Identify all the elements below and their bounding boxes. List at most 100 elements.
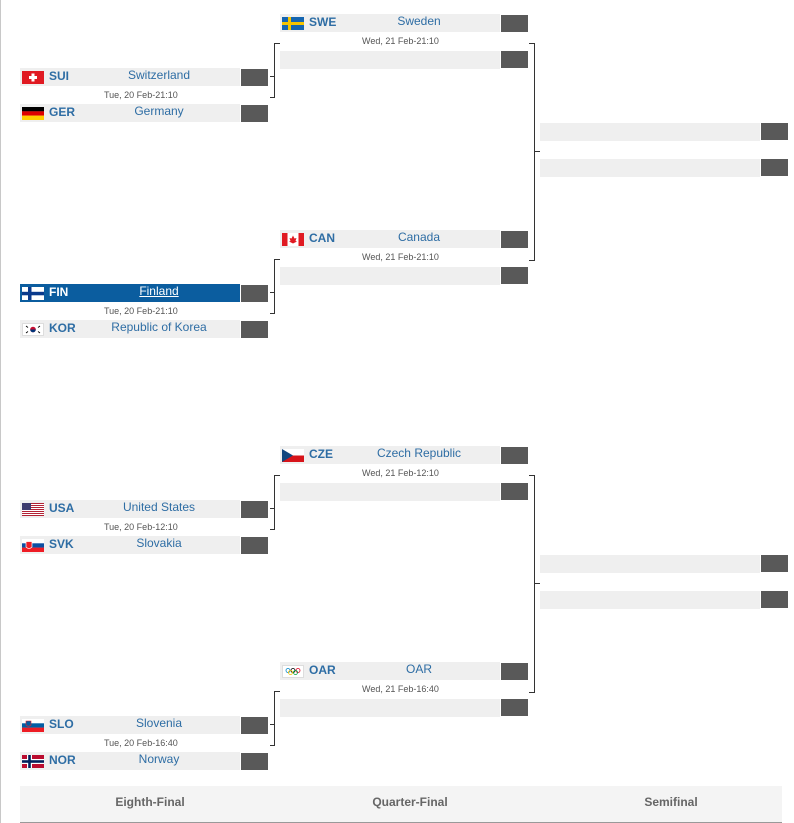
team-name-link[interactable]: OAR — [405, 662, 432, 676]
ef-team-row-fin-selected[interactable]: FIN Finland — [20, 284, 240, 302]
germany-flag-icon — [22, 107, 44, 120]
team-code: SVK — [49, 537, 74, 551]
korea-flag-icon — [22, 323, 44, 336]
bracket-connector — [529, 43, 535, 261]
qf-team-row-oar[interactable]: OAR OAR — [280, 662, 500, 680]
team-code: USA — [49, 501, 75, 515]
bracket-connector — [274, 259, 275, 293]
czech-flag-icon — [282, 449, 304, 462]
team-name-link[interactable]: Republic of Korea — [111, 320, 207, 334]
team-name-link[interactable]: Canada — [397, 230, 441, 244]
qf-team-row-empty — [280, 483, 500, 501]
score-box — [241, 753, 268, 770]
team-code: OAR — [309, 663, 336, 677]
ef-team-row-ger[interactable]: GER Germany — [20, 104, 240, 122]
canada-flag-icon — [282, 233, 304, 246]
ef-team-row-slo[interactable]: SLO Slovenia — [20, 716, 240, 734]
score-box — [501, 447, 528, 464]
bracket-connector — [274, 691, 280, 692]
bracket-connector — [274, 43, 280, 44]
bracket-connector — [274, 691, 275, 725]
bracket-connector — [274, 43, 275, 77]
bracket-connector — [270, 508, 275, 530]
bracket-connector — [535, 151, 540, 152]
bracket-connector — [529, 475, 535, 693]
team-name-link[interactable]: Finland — [139, 284, 179, 298]
team-name-link[interactable]: Norway — [138, 752, 180, 766]
team-name-link[interactable]: Slovenia — [135, 716, 183, 730]
match-date: Wed, 21 Feb-16:40 — [362, 684, 439, 694]
score-box — [501, 231, 528, 248]
qf-team-row-empty — [280, 699, 500, 717]
score-box — [241, 285, 268, 302]
team-code: CZE — [309, 447, 333, 461]
round-label-eighth-final: Eighth-Final — [115, 795, 185, 809]
team-name-link[interactable]: Czech Republic — [376, 446, 462, 460]
score-box — [501, 663, 528, 680]
score-box — [761, 555, 788, 572]
team-name-link[interactable]: Sweden — [397, 14, 441, 28]
score-box — [501, 267, 528, 284]
usa-flag-icon — [22, 503, 44, 516]
score-box — [241, 69, 268, 86]
score-box — [501, 699, 528, 716]
bracket-connector — [535, 583, 540, 584]
team-code: NOR — [49, 753, 76, 767]
score-box — [501, 483, 528, 500]
score-box — [241, 537, 268, 554]
team-code: SUI — [49, 69, 70, 83]
team-code: KOR — [49, 321, 76, 335]
match-date: Tue, 20 Feb-12:10 — [104, 522, 178, 532]
qf-team-row-swe[interactable]: SWE Sweden — [280, 14, 500, 32]
score-box — [501, 15, 528, 32]
olympic-rings-flag-icon — [282, 665, 304, 678]
team-name-link[interactable]: United States — [122, 500, 196, 514]
norway-flag-icon — [22, 755, 44, 768]
round-label-quarter-final: Quarter-Final — [372, 795, 448, 809]
score-box — [761, 591, 788, 608]
score-box — [241, 717, 268, 734]
match-date: Tue, 20 Feb-21:10 — [104, 90, 178, 100]
bracket-connector — [270, 76, 275, 98]
team-name-link[interactable]: Slovakia — [136, 536, 182, 550]
score-box — [241, 321, 268, 338]
team-name-link[interactable]: Germany — [134, 104, 184, 118]
ef-team-row-kor[interactable]: KOR Republic of Korea — [20, 320, 240, 338]
match-date: Wed, 21 Feb-21:10 — [362, 36, 439, 46]
qf-team-row-cze[interactable]: CZE Czech Republic — [280, 446, 500, 464]
switzerland-flag-icon — [22, 71, 44, 84]
score-box — [241, 501, 268, 518]
sf-team-row-empty — [540, 555, 760, 573]
ef-team-row-svk[interactable]: SVK Slovakia — [20, 536, 240, 554]
ef-team-row-nor[interactable]: NOR Norway — [20, 752, 240, 770]
bracket-connector — [270, 292, 275, 314]
bracket-connector — [274, 475, 275, 509]
team-code: CAN — [309, 231, 335, 245]
round-labels-bar: Eighth-Final Quarter-Final Semifinal — [20, 786, 782, 823]
left-border — [0, 0, 1, 823]
match-date: Tue, 20 Feb-16:40 — [104, 738, 178, 748]
qf-team-row-empty — [280, 51, 500, 69]
qf-team-row-can[interactable]: CAN Canada — [280, 230, 500, 248]
sf-team-row-empty — [540, 123, 760, 141]
finland-flag-icon — [22, 287, 44, 300]
bracket-connector — [274, 259, 280, 260]
ef-team-row-sui[interactable]: SUI Switzerland — [20, 68, 240, 86]
match-date: Tue, 20 Feb-21:10 — [104, 306, 178, 316]
bracket-connector — [270, 724, 275, 746]
slovenia-flag-icon — [22, 719, 44, 732]
bracket-connector — [274, 475, 280, 476]
round-label-semifinal: Semifinal — [644, 795, 698, 809]
score-box — [501, 51, 528, 68]
team-code: GER — [49, 105, 76, 119]
team-code: SWE — [309, 15, 337, 29]
sf-team-row-empty — [540, 591, 760, 609]
match-date: Wed, 21 Feb-21:10 — [362, 252, 439, 262]
team-code: SLO — [49, 717, 74, 731]
sf-team-row-empty — [540, 159, 760, 177]
team-name-link[interactable]: Switzerland — [127, 68, 191, 82]
ef-team-row-usa[interactable]: USA United States — [20, 500, 240, 518]
score-box — [761, 159, 788, 176]
qf-team-row-empty — [280, 267, 500, 285]
sweden-flag-icon — [282, 17, 304, 30]
